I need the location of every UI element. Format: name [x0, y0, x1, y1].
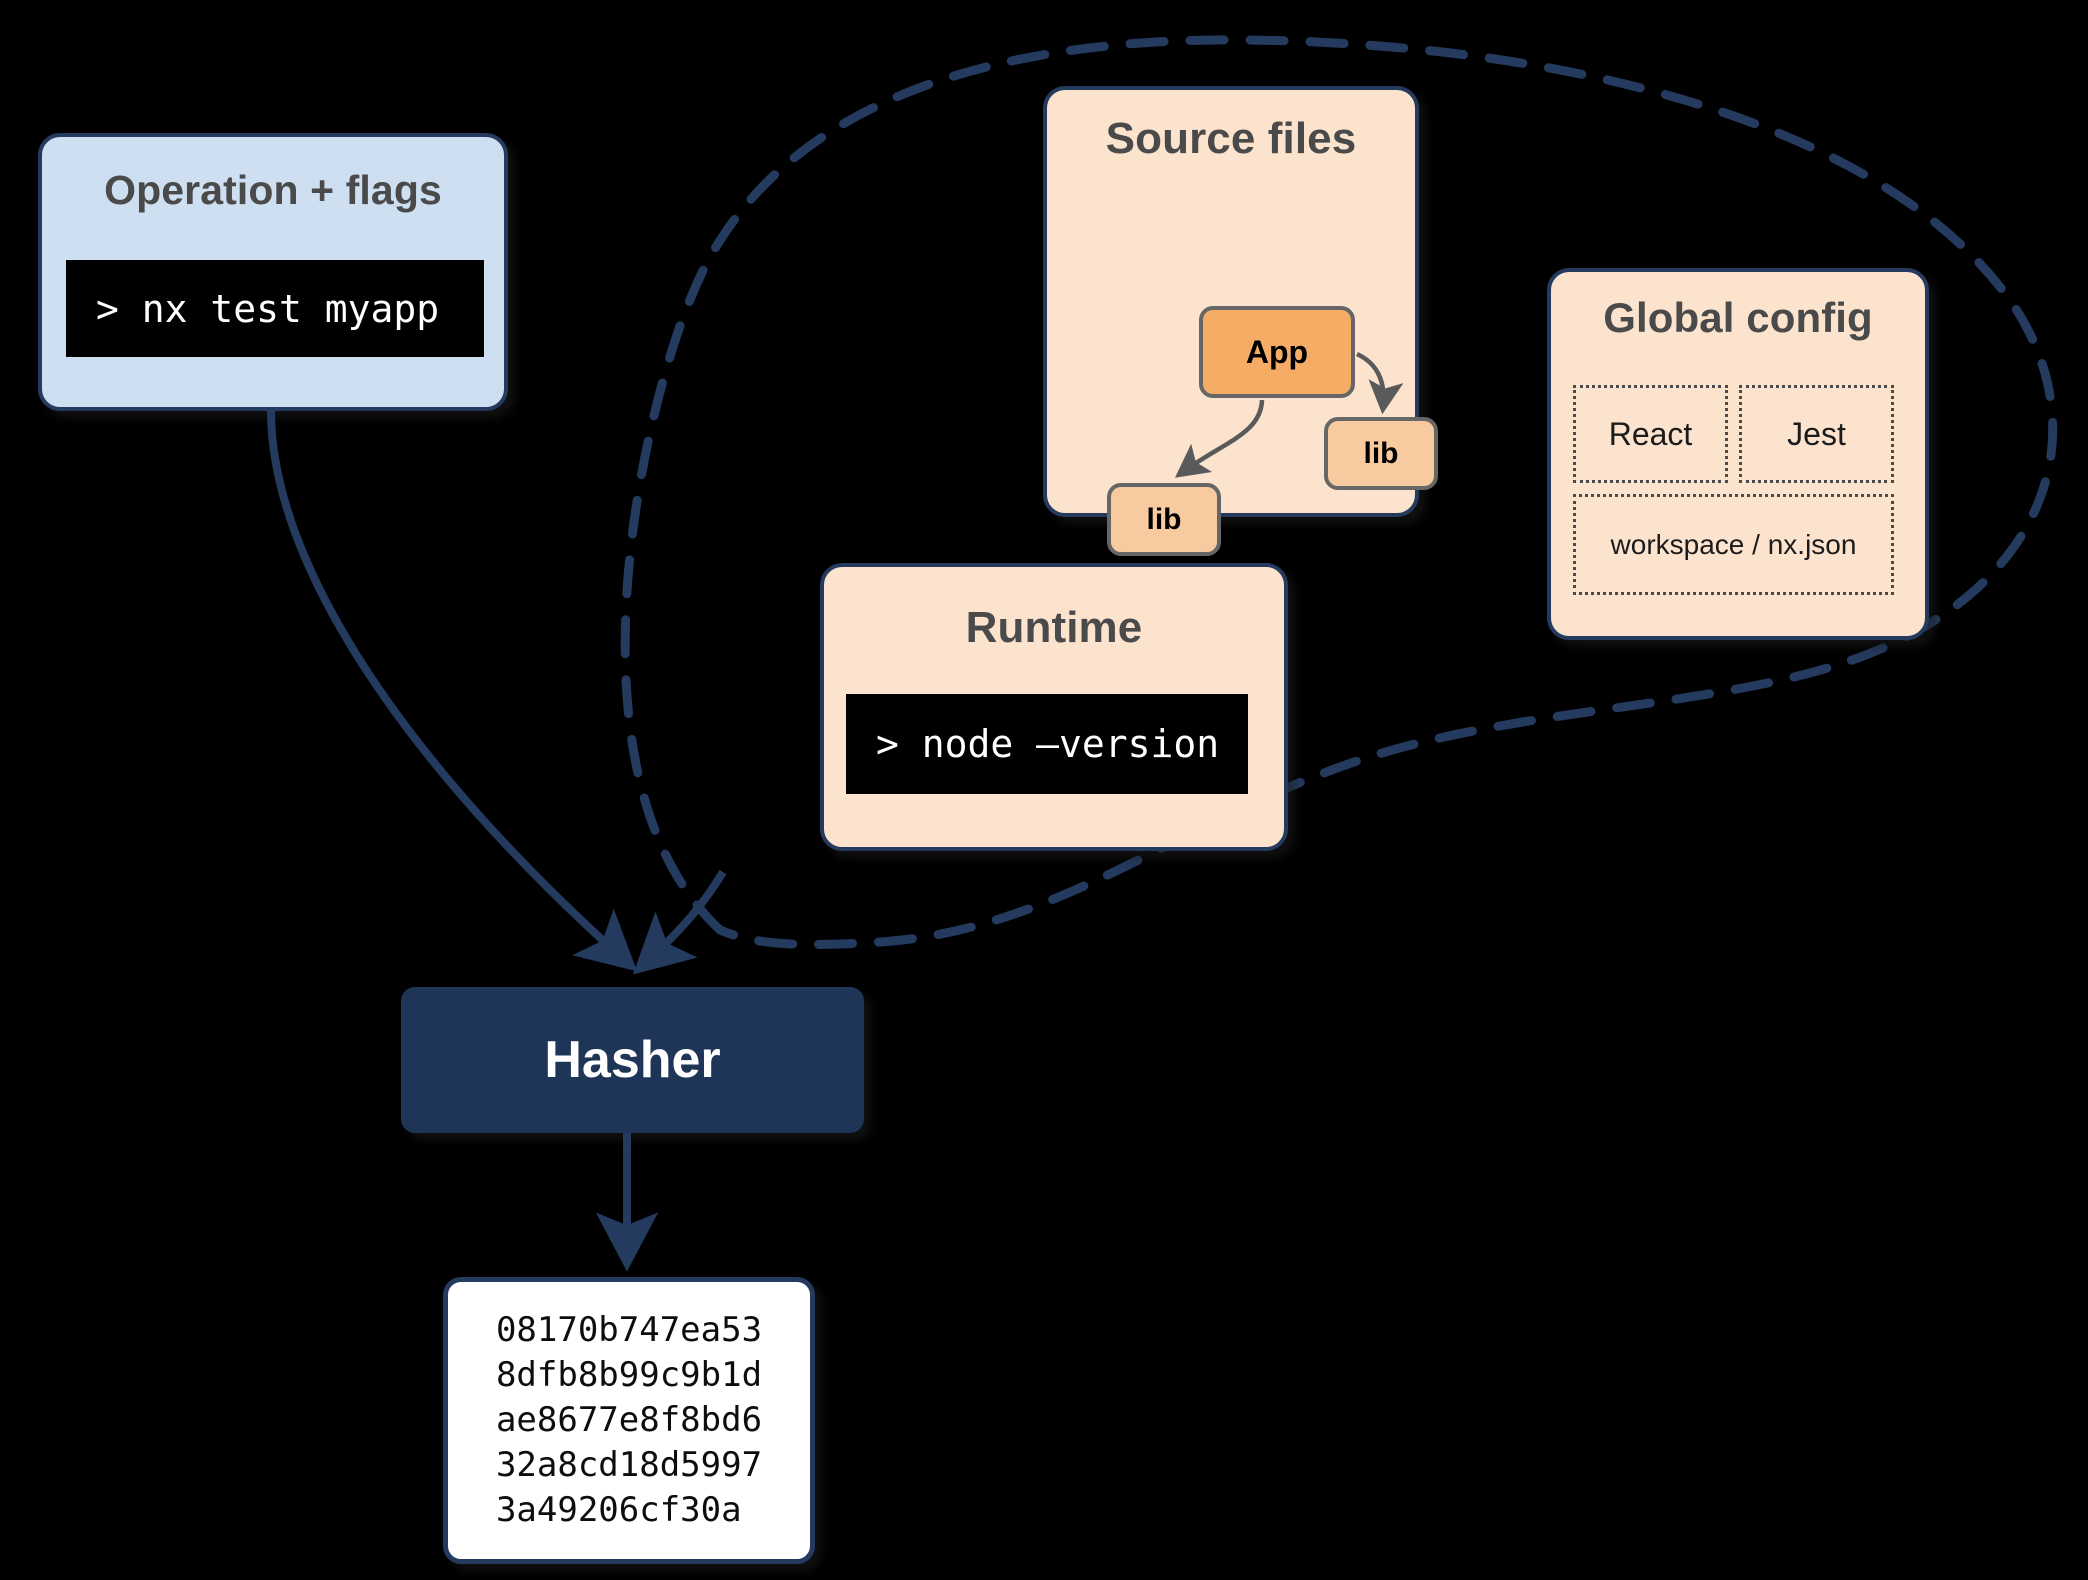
runtime-card[interactable]: Runtime > node –version [820, 563, 1288, 851]
config-cell-react[interactable]: React [1573, 385, 1728, 483]
global-config-title: Global config [1603, 294, 1873, 341]
source-files-title: Source files [1105, 114, 1357, 163]
hash-output-card: 08170b747ea53 8dfb8b99c9b1d ae8677e8f8bd… [443, 1277, 815, 1564]
source-node-lib-right[interactable]: lib [1324, 417, 1438, 490]
source-node-lib-left[interactable]: lib [1107, 483, 1221, 556]
runtime-terminal: > node –version [846, 694, 1248, 794]
global-config-card[interactable]: Global config React Jest workspace / nx.… [1547, 268, 1929, 640]
config-cell-workspace[interactable]: workspace / nx.json [1573, 494, 1894, 595]
hash-output-text: 08170b747ea53 8dfb8b99c9b1d ae8677e8f8bd… [495, 1310, 763, 1530]
hasher-label: Hasher [544, 1031, 721, 1089]
source-node-app[interactable]: App [1199, 306, 1355, 398]
source-files-card[interactable]: Source files App lib lib [1043, 86, 1438, 556]
runtime-title: Runtime [965, 603, 1143, 652]
operation-flags-title: Operation + flags [104, 167, 442, 213]
operation-terminal: > nx test myapp [66, 260, 484, 357]
hasher-node[interactable]: Hasher [401, 987, 864, 1133]
operation-flags-card[interactable]: Operation + flags > nx test myapp [38, 133, 508, 411]
config-cell-jest[interactable]: Jest [1739, 385, 1894, 483]
